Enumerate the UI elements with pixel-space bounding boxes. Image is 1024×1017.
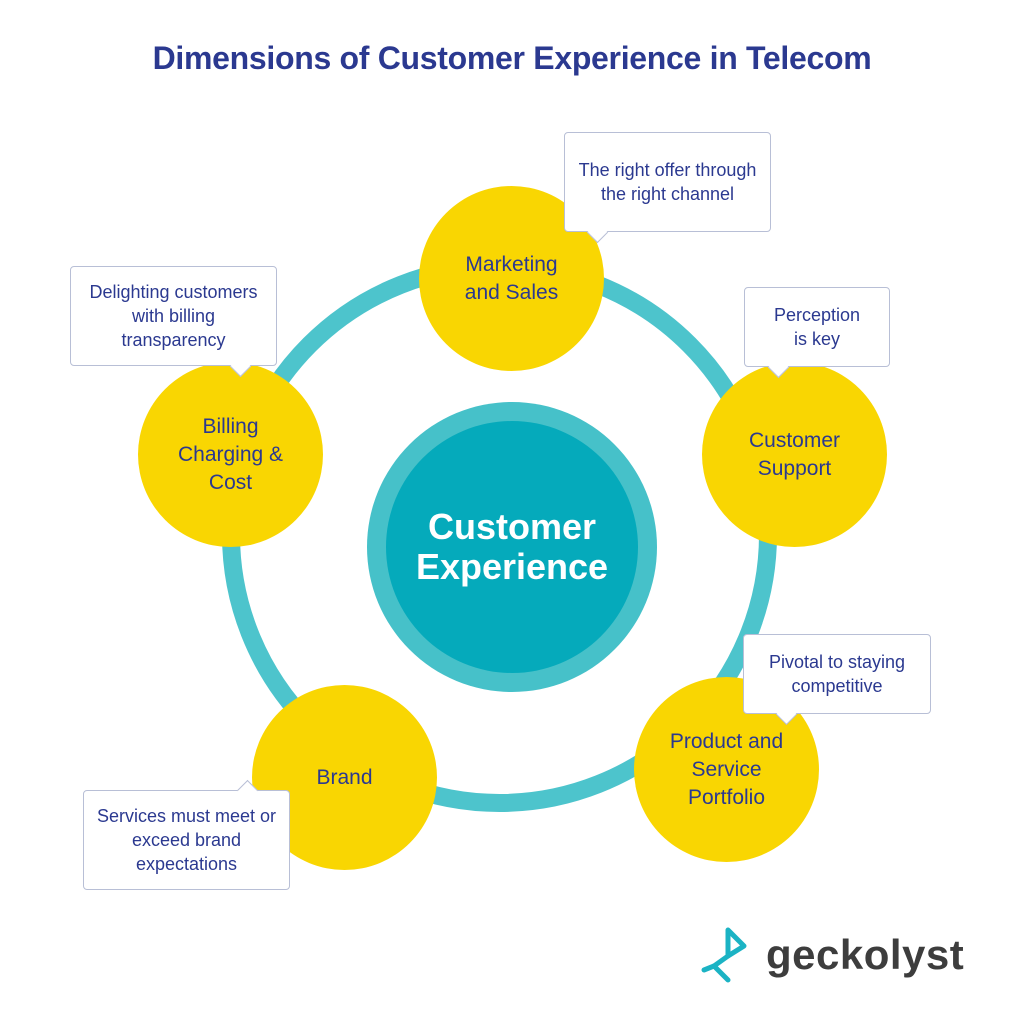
callout-billing: Delighting customers with billing transp…: [70, 266, 277, 378]
node-brand: Brand: [252, 685, 437, 870]
page-title: Dimensions of Customer Experience in Tel…: [152, 40, 872, 76]
callout-marketing: The right offer through the right channe…: [564, 132, 771, 244]
callout-product: Pivotal to staying competitive: [743, 634, 931, 726]
node-customer-support: Customer Support: [702, 362, 887, 547]
node-label: Marketing and Sales: [464, 252, 559, 304]
node-label: Brand: [316, 765, 373, 789]
callout-text: Services must meet or exceed brand expec…: [96, 806, 277, 874]
callout-brand: Services must meet or exceed brand expec…: [83, 779, 290, 890]
geckolyst-logo-icon: [701, 927, 747, 983]
geckolyst-logo: geckolyst: [700, 925, 964, 985]
center-label: Customer Experience: [415, 506, 609, 587]
logo-text: geckolyst: [766, 931, 965, 978]
node-label: Customer Support: [748, 428, 841, 480]
node-billing-charging-cost: Billing Charging & Cost: [138, 362, 323, 547]
callout-text: The right offer through the right channe…: [578, 160, 757, 204]
callout-text: Pivotal to staying competitive: [768, 652, 906, 696]
callout-support: Perception is key: [744, 287, 890, 379]
center-circle: Customer Experience: [386, 421, 638, 673]
callout-text: Delighting customers with billing transp…: [89, 282, 258, 350]
callout-text: Perception is key: [773, 305, 861, 349]
node-label: Billing Charging & Cost: [177, 414, 284, 494]
node-label: Product and Service Portfolio: [669, 729, 784, 809]
